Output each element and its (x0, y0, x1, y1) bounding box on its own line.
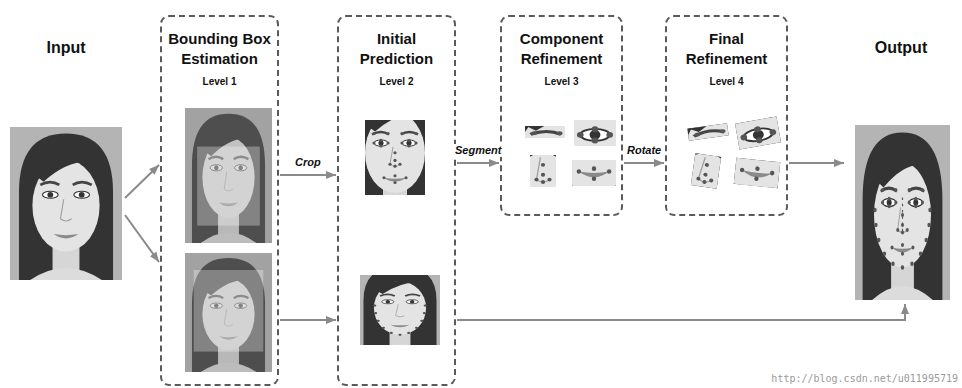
flow-arrow (457, 304, 905, 320)
flow-arrow (789, 162, 844, 164)
stage-box: Initial PredictionLevel 2 (337, 15, 456, 386)
edge-label: Rotate (626, 144, 662, 157)
level-label: Level 1 (165, 76, 274, 88)
contour-face (357, 262, 444, 351)
flow-arrow (280, 319, 336, 321)
level-label: Level 3 (505, 76, 618, 88)
watermark: http://blog.csdn.net/u011995719 (771, 373, 958, 385)
flow-arrow (624, 162, 664, 164)
stage-box: Final RefinementLevel 4 (665, 15, 788, 216)
level-label: Level 2 (342, 76, 451, 88)
stage-title: Output (847, 38, 955, 58)
flow-arrow (125, 215, 159, 262)
flow-arrow (280, 174, 336, 176)
stage-title: Final Refinement (670, 29, 783, 69)
image-panel: Output (845, 35, 957, 303)
image-panel: Input (8, 35, 124, 283)
flow-arrow (457, 162, 499, 164)
output-photo (855, 125, 950, 300)
cropped-face (345, 83, 445, 218)
detection-photo (185, 108, 272, 243)
stage-title: Input (10, 38, 122, 58)
detection-photo (185, 253, 272, 372)
input-photo (10, 127, 122, 280)
stage-box: Component RefinementLevel 3 (500, 15, 623, 216)
level-label: Level 4 (670, 76, 783, 88)
stage-title: Bounding Box Estimation (165, 29, 274, 69)
stage-title: Component Refinement (505, 29, 618, 69)
flow-arrow (125, 165, 159, 198)
stage-title: Initial Prediction (342, 29, 451, 69)
edge-label: Crop (294, 156, 322, 169)
stage-box: Bounding Box EstimationLevel 1 (160, 15, 279, 386)
edge-label: Segment (454, 144, 502, 157)
